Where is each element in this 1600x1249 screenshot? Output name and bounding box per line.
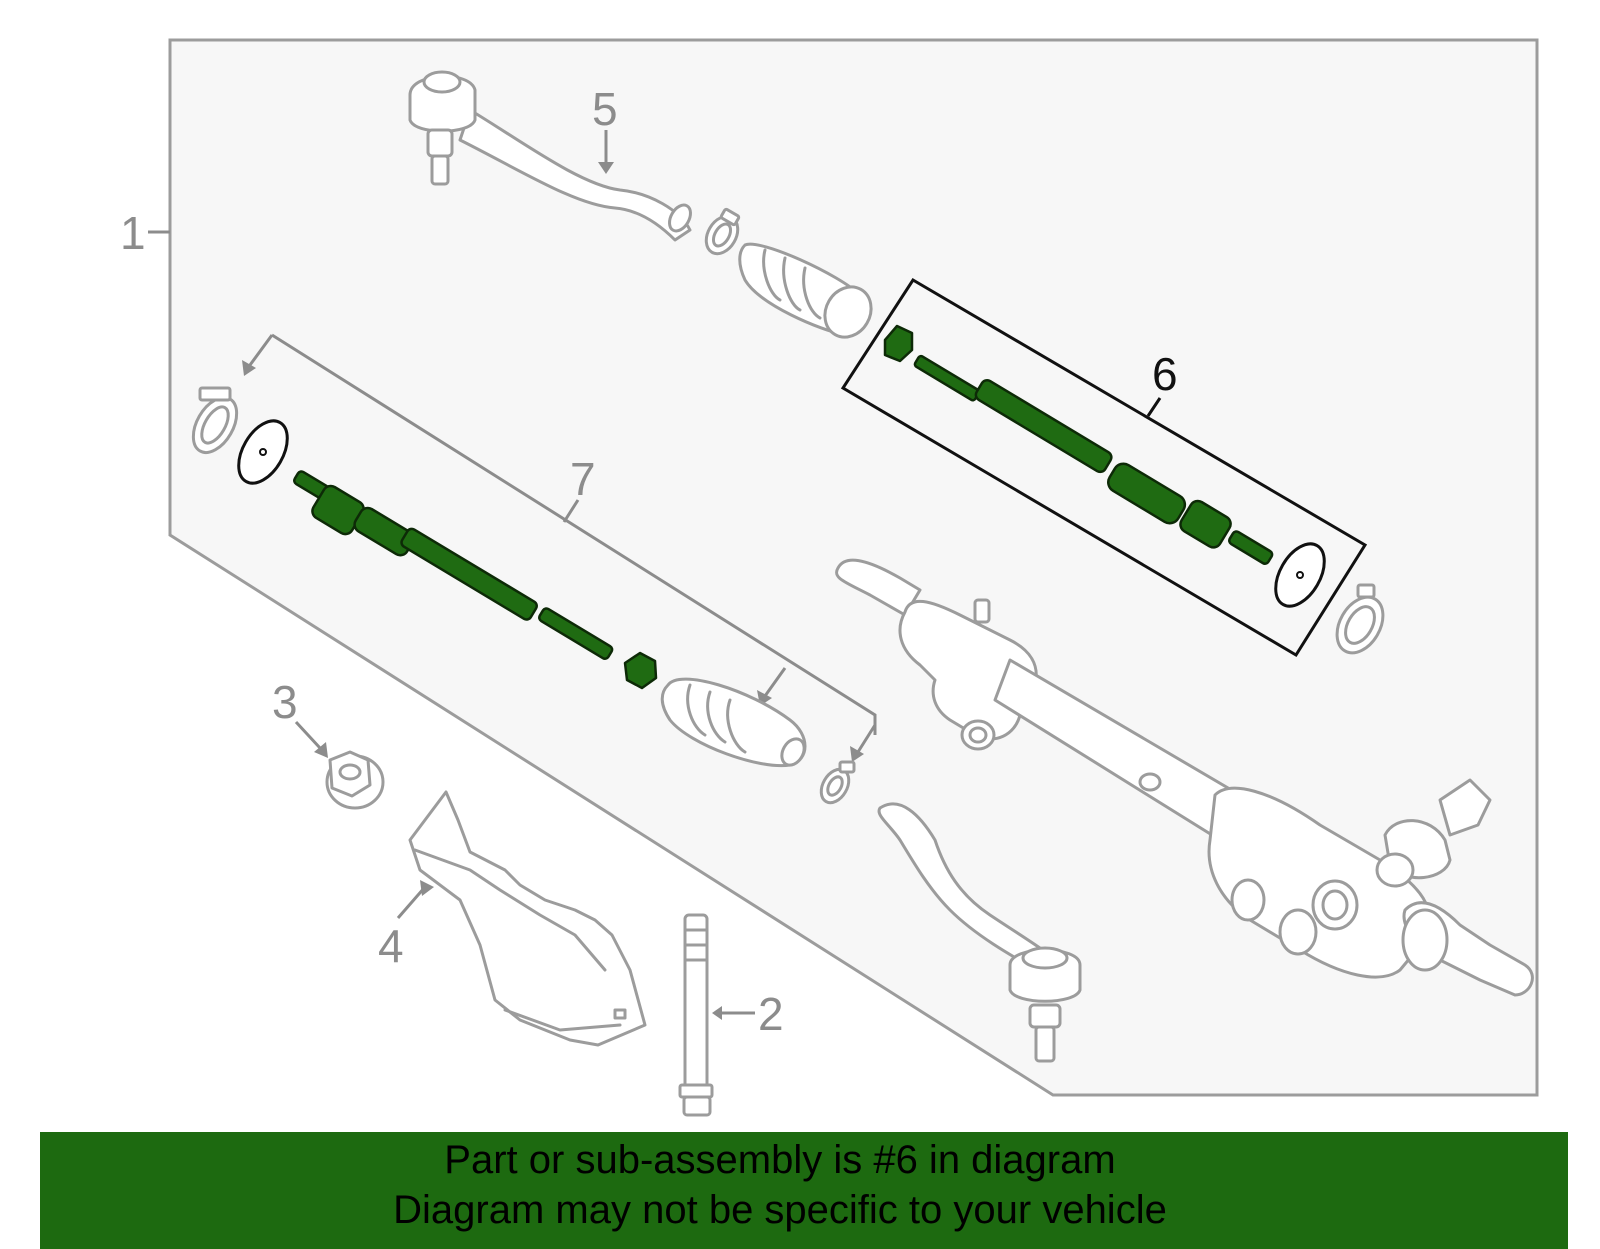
dust-boot-upper [738,242,873,339]
washer-left [237,419,289,485]
boot-clamp-left [191,386,239,454]
leader-4 [396,886,427,919]
steering-rack-housing [835,558,1534,997]
boot-clamp-right [1335,583,1385,655]
part-7-bracket [271,333,877,735]
banner-line-2: Diagram may not be specific to your vehi… [393,1188,1167,1232]
inner-tie-rod-left [293,470,658,690]
heat-shield-part-4 [408,790,647,1047]
part-7-bracket-arrow-clamp [856,724,877,753]
callout-2: 2 [758,988,784,1040]
leader-5-arrow [598,162,614,174]
callout-1: 1 [120,207,146,259]
banner-line-1: Part or sub-assembly is #6 in diagram [444,1138,1116,1182]
leader-6 [1146,397,1162,417]
washer-part-6 [1274,542,1326,608]
boot-clamp-small [819,760,856,805]
outer-tie-rod-end-lower [877,802,1082,1063]
bolt-part-2 [678,913,714,1117]
part-7-bracket-arrow-boot [763,667,787,697]
callout-7: 7 [570,453,596,505]
callout-4: 4 [378,920,404,972]
dust-boot-left [660,677,807,768]
boot-clamp-upper [704,207,741,256]
callout-6: 6 [1152,348,1178,400]
part-6-box [840,277,1368,658]
part-7-bracket-arrow-left [248,334,274,366]
leader-7 [562,499,580,523]
inner-tie-rod-highlighted [883,324,1274,565]
callout-5: 5 [592,83,618,135]
leader-3 [294,720,322,750]
info-banner: Part or sub-assembly is #6 in diagram Di… [40,1132,1568,1249]
outer-tie-rod-end-upper [408,70,692,242]
nut-part-3 [325,750,385,810]
callout-3: 3 [272,676,298,728]
